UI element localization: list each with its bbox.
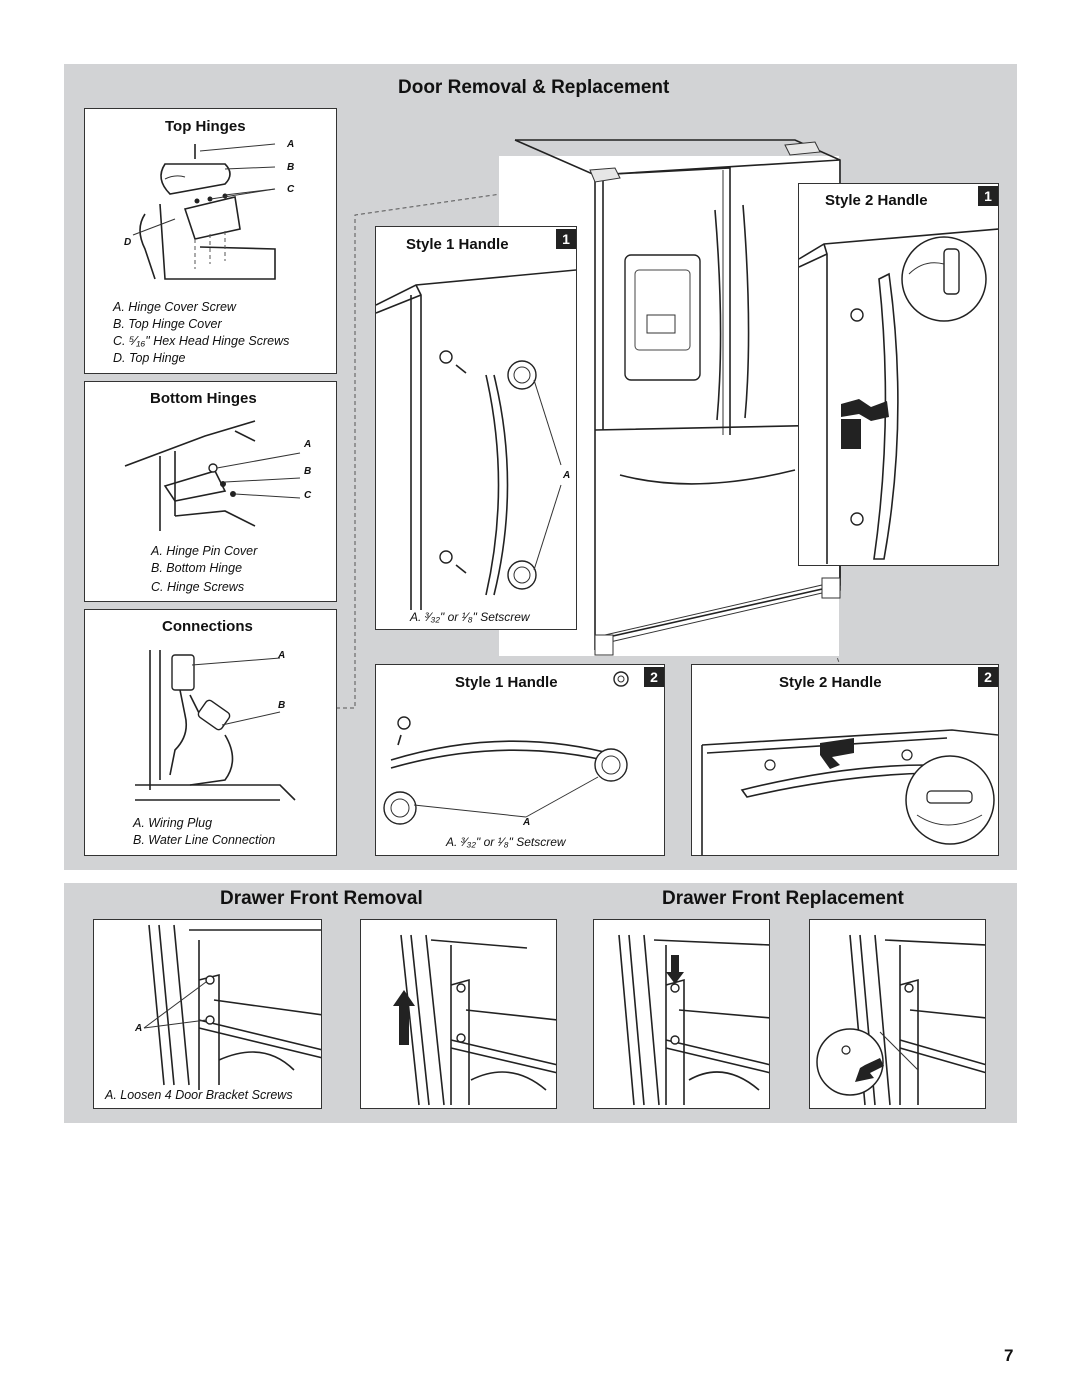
style1-drawer-caption: A. ³⁄₃₂" or ¹⁄₈" Setscrew (446, 835, 566, 849)
drawer-removal-step2-box (360, 919, 557, 1109)
drawer-replacement-step2-box (809, 919, 986, 1109)
style1-door-handle-illustration (376, 269, 576, 610)
page-number: 7 (1004, 1346, 1014, 1365)
style1-door-caption: A. ³⁄₃₂" or ¹⁄₈" Setscrew (410, 610, 530, 624)
connections-illustration (135, 650, 296, 801)
style1-handle-door-title: Style 1 Handle (406, 236, 509, 253)
drawer-removal-step1-illustration (143, 924, 321, 1090)
drawer-removal-callout-a: A (135, 1023, 143, 1034)
top-hinges-title: Top Hinges (165, 118, 246, 135)
style2-handle-door-title: Style 2 Handle (825, 192, 928, 209)
drawer-replacement-step2-illustration (816, 934, 985, 1106)
style1-handle-door-step: 1 (556, 229, 576, 249)
bottom-hinge-caption-b: B. Bottom Hinge (151, 561, 243, 575)
style1-handle-drawer-title: Style 1 Handle (455, 674, 558, 691)
style1-handle-door-box: Style 1 Handle 1 A A. ³⁄₃₂" or ¹⁄₈" Sets… (375, 226, 577, 630)
style1-handle-drawer-box: Style 1 Handle 2 A A. ³⁄₃₂" or ¹⁄₈" Sets… (375, 664, 665, 856)
style1-drawer-handle-illustration (383, 671, 629, 825)
bottom-hinge-caption-c: C. Hinge Screws (151, 580, 245, 594)
drawer-front-removal-title: Drawer Front Removal (220, 888, 423, 909)
bottom-hinge-illustration (124, 420, 301, 531)
connections-title: Connections (162, 618, 253, 635)
door-removal-title: Door Removal & Replacement (398, 77, 670, 98)
connections-caption-b: B. Water Line Connection (133, 833, 276, 847)
bottom-hinges-box: Bottom Hinges A B C A. Hinge Pin Cover B… (84, 381, 337, 602)
top-hinge-callout-a: A (287, 139, 295, 150)
bottom-hinge-callout-a: A (304, 439, 312, 450)
style2-handle-drawer-title: Style 2 Handle (779, 674, 882, 691)
connections-callout-a: A (278, 650, 286, 661)
top-hinge-callout-b: B (287, 162, 295, 173)
top-hinge-callout-c: C (287, 184, 295, 195)
bottom-hinge-callout-b: B (304, 466, 312, 477)
style1-handle-drawer-step: 2 (644, 667, 664, 687)
drawer-front-replacement-title: Drawer Front Replacement (662, 888, 904, 909)
bottom-hinges-title: Bottom Hinges (150, 390, 257, 407)
drawer-removal-step2-illustration (393, 934, 556, 1106)
bottom-hinge-callout-c: C (304, 490, 312, 501)
connections-box: Connections A B A. Wiring Plug B. Water … (84, 609, 337, 856)
top-hinge-caption-a: A. Hinge Cover Screw (113, 300, 236, 314)
drawer-removal-caption: A. Loosen 4 Door Bracket Screws (105, 1088, 293, 1102)
top-hinge-caption-c: C. ⁵⁄₁₆" Hex Head Hinge Screws (113, 334, 290, 348)
top-hinges-box: Top Hinges A B C D A. Hinge Cover Screw … (84, 108, 337, 374)
top-hinge-caption-b: B. Top Hinge Cover (113, 317, 222, 331)
top-hinge-callout-d: D (124, 237, 132, 248)
style2-door-handle-illustration (799, 228, 998, 564)
style2-drawer-handle-illustration (701, 729, 998, 855)
top-hinge-caption-d: D. Top Hinge (113, 351, 186, 365)
top-hinge-illustration (132, 143, 276, 280)
bottom-hinge-caption-a: A. Hinge Pin Cover (151, 544, 258, 558)
drawer-replacement-step1-box (593, 919, 770, 1109)
style2-handle-door-step: 1 (978, 186, 998, 206)
connections-callout-b: B (278, 700, 286, 711)
connections-caption-a: A. Wiring Plug (133, 816, 213, 830)
style1-door-callout-a: A (563, 470, 571, 481)
style2-handle-drawer-step: 2 (978, 667, 998, 687)
drawer-replacement-step1-illustration (618, 934, 769, 1106)
drawer-removal-step1-box: A A. Loosen 4 Door Bracket Screws (93, 919, 322, 1109)
style1-drawer-callout-a: A (523, 817, 531, 828)
style2-handle-door-box: Style 2 Handle 1 (798, 183, 999, 566)
style2-handle-drawer-box: Style 2 Handle 2 (691, 664, 999, 856)
